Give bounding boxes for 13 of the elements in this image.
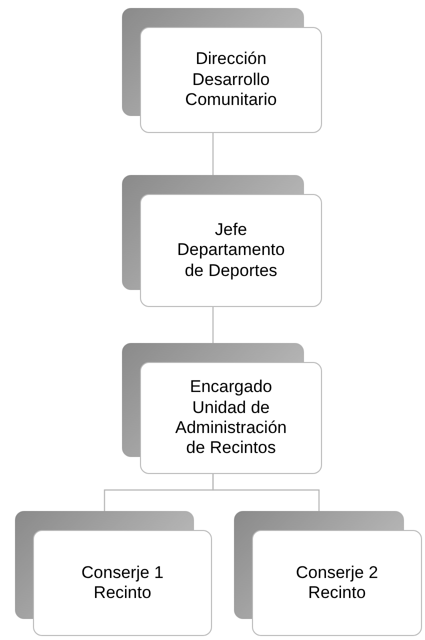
box-label: Jefe Departamento de Deportes bbox=[176, 220, 286, 282]
org-box bbox=[140, 362, 322, 474]
box-label: Dirección Desarrollo Comunitario bbox=[184, 49, 278, 111]
org-box bbox=[33, 530, 212, 636]
org-box bbox=[252, 530, 422, 636]
box-label: Encargado Unidad de Administración de Recintos bbox=[174, 377, 288, 459]
connector-line bbox=[212, 474, 320, 511]
box-label: Conserje 2 Recinto bbox=[294, 562, 380, 604]
org-box bbox=[140, 194, 322, 307]
org-box bbox=[140, 27, 322, 133]
connector-line bbox=[212, 133, 214, 175]
box-label: Conserje 1 Recinto bbox=[80, 562, 165, 604]
connector-line bbox=[212, 307, 214, 343]
